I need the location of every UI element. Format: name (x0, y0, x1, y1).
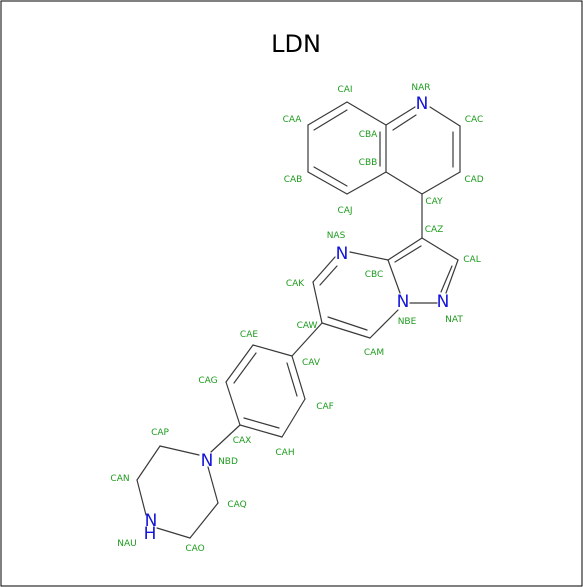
atom-label: CAM (364, 348, 384, 358)
atom-label: NBE (398, 317, 417, 327)
heteroatom-symbol: N (437, 292, 450, 312)
bond (349, 251, 389, 261)
heteroatom-symbol: N (336, 244, 349, 264)
bond (327, 316, 368, 331)
bond (207, 466, 219, 504)
atom-label: CAB (284, 175, 303, 185)
bond (136, 445, 161, 481)
bond (421, 171, 461, 195)
bond (369, 309, 399, 339)
bond (387, 259, 401, 294)
bond (307, 171, 348, 195)
bond (385, 171, 423, 195)
bond (319, 265, 338, 286)
heteroatoms: N N N N N H N (144, 94, 450, 544)
atom-label: CAA (283, 115, 303, 125)
atom-label: CAH (275, 448, 294, 458)
atom-label: NAS (327, 231, 346, 241)
atom-label: CAE (240, 330, 258, 340)
bond (313, 166, 348, 187)
bond (225, 381, 241, 426)
bond (346, 101, 387, 126)
atom-label: CAI (337, 85, 352, 95)
bond (210, 424, 241, 453)
atom-label: NBD (218, 457, 238, 467)
bond (429, 106, 461, 127)
bond (286, 362, 298, 397)
atom-label: CAG (198, 376, 217, 386)
diagram-title: LDN (271, 30, 321, 58)
bond (445, 259, 459, 294)
bond (307, 101, 348, 126)
bond (233, 352, 257, 384)
bond (394, 245, 422, 263)
bond (159, 445, 200, 456)
heteroatom-symbol: N (416, 94, 429, 114)
bond (281, 398, 306, 438)
bond (385, 106, 416, 126)
bond (291, 322, 323, 357)
atom-label: CBC (365, 270, 384, 280)
bond (313, 109, 348, 131)
atom-labels: CAI NAR CAA CBA CAC CBB CAB CAD CAJ CAY … (110, 83, 483, 554)
bond (225, 344, 254, 383)
atom-label: NAU (117, 539, 136, 549)
atom-label: CAX (233, 436, 252, 446)
atom-label: CAK (286, 279, 305, 289)
bond (312, 256, 336, 283)
atom-label: NAT (445, 315, 463, 325)
atom-label: CAC (465, 115, 484, 125)
atom-label: CAD (464, 175, 483, 185)
atom-label: CAY (425, 197, 443, 207)
bond (346, 171, 387, 195)
bonds (136, 101, 461, 539)
bond (252, 344, 293, 357)
atom-label: NAR (411, 83, 430, 93)
atom-label: CBB (359, 158, 378, 168)
bond (156, 527, 191, 539)
bond (392, 114, 417, 131)
atom-label: CAN (110, 474, 129, 484)
bond (387, 237, 423, 261)
bond (312, 281, 323, 324)
atom-label: CAO (185, 544, 204, 554)
heteroatom-symbol: N (201, 451, 214, 471)
bond (421, 237, 459, 261)
atom-label: CAF (316, 402, 334, 412)
bond (239, 424, 283, 438)
bond (321, 322, 371, 339)
bond (189, 502, 219, 539)
atom-label: CAQ (227, 500, 246, 510)
atom-label: CAZ (425, 225, 444, 235)
heteroatom-symbol: N (145, 511, 158, 531)
bond (243, 417, 280, 429)
atom-label: CBA (359, 130, 378, 140)
atom-label: CAJ (337, 206, 352, 216)
heteroatom-symbol: H (144, 524, 157, 544)
atom-label: CAV (302, 358, 321, 368)
atom-label: CAL (463, 255, 480, 265)
bond (440, 265, 453, 293)
atom-label: CAW (297, 321, 318, 331)
bond (291, 355, 306, 400)
atom-label: CAP (151, 428, 169, 438)
heteroatom-symbol: N (397, 292, 410, 312)
bond (136, 479, 147, 516)
